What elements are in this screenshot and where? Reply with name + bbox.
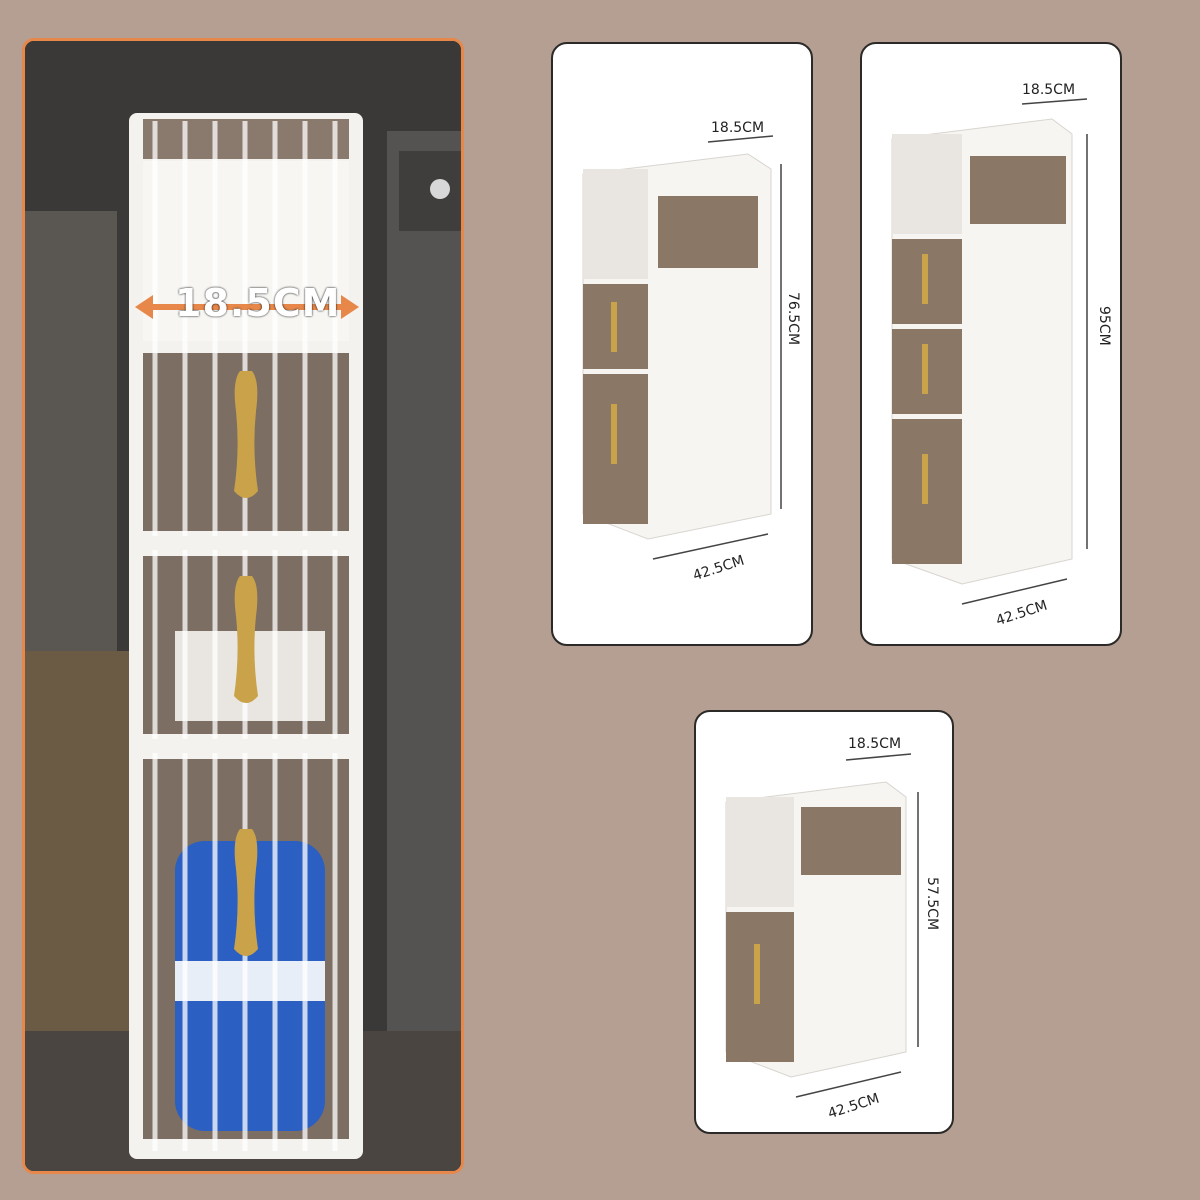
cabinet-3-tier-illustration	[582, 135, 782, 560]
card-4-tier: 18.5CM 95CM 42.5CM	[860, 42, 1122, 646]
side-cabinet	[25, 211, 117, 651]
depth-label: 18.5CM	[848, 736, 902, 752]
height-label: 76.5CM	[785, 292, 801, 346]
hero-scene	[25, 41, 461, 1171]
handle-gold-icon	[234, 371, 258, 498]
card-2-tier: 18.5CM 57.5CM 42.5CM	[694, 710, 954, 1134]
cabinet-2-tier-illustration	[725, 753, 919, 1098]
card-3-tier: 18.5CM 76.5CM 42.5CM	[551, 42, 813, 646]
hero-photo: 18.5CM	[22, 38, 464, 1174]
washing-machine	[387, 131, 461, 1031]
handle-gold-icon	[234, 829, 258, 956]
cabinet-4-tier-illustration	[891, 98, 1088, 605]
depth-label: 18.5CM	[1022, 82, 1076, 98]
height-label: 95CM	[1096, 306, 1112, 346]
width-label: 18.5CM	[175, 281, 341, 325]
depth-label: 18.5CM	[711, 120, 765, 136]
handle-gold-icon	[234, 576, 258, 703]
height-label: 57.5CM	[924, 877, 940, 931]
